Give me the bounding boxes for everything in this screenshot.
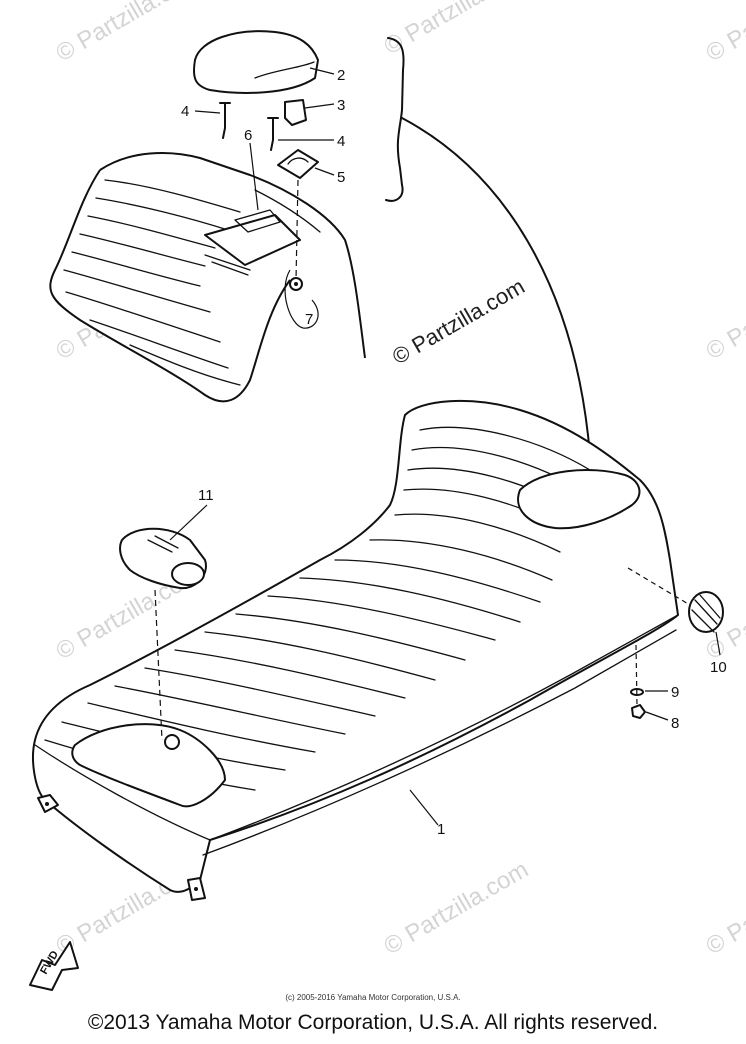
callout-4: 4: [181, 103, 189, 120]
bolt-part: [219, 102, 279, 151]
nut-part: [631, 704, 646, 719]
callout-3: 3: [337, 97, 345, 114]
callout-2: 2: [337, 67, 345, 84]
clip-part: [284, 99, 307, 126]
watermark-center: © Partzilla.com: [388, 274, 529, 370]
reflector-part: [688, 591, 724, 633]
callout-labels: 2 3 4 4 5 6 7 11 10 9 8 1: [181, 67, 727, 838]
callout-8: 8: [671, 715, 679, 732]
callout-1: 1: [437, 821, 445, 838]
callout-9: 9: [671, 684, 679, 701]
callout-5: 5: [337, 169, 345, 186]
watermark: © Partzilla.com: [380, 856, 534, 960]
watermark: © Partzilla.com: [702, 856, 746, 960]
pouch-dash-line: [154, 589, 163, 741]
forward-arrow: FWD: [29, 941, 79, 991]
watermark: © Partzilla.com: [52, 0, 206, 67]
mount-dash-line: [635, 644, 638, 706]
main-seat: [32, 399, 679, 901]
group-bracket: [385, 37, 405, 202]
seat-pad-part: [192, 30, 319, 94]
copyright-notice: ©2013 Yamaha Motor Corporation, U.S.A. A…: [87, 1011, 659, 1034]
diagram-copyright: (c) 2005-2016 Yamaha Motor Corporation, …: [285, 993, 461, 1002]
reflector-dash-line: [627, 567, 691, 606]
callout-11: 11: [198, 487, 214, 504]
callout-6: 6: [244, 127, 252, 144]
location-arrow: [401, 117, 591, 456]
callout-4: 4: [337, 133, 345, 150]
tool-pouch: [119, 527, 207, 590]
bracket-part: [277, 149, 319, 179]
callout-7: 7: [305, 311, 313, 328]
rear-seat-detail: [49, 152, 366, 403]
assembly-dash-line: [295, 179, 299, 281]
leader-lines: [169, 67, 721, 826]
watermark: © Partzilla.com: [702, 261, 746, 365]
callout-10: 10: [710, 659, 727, 676]
watermark: © Partzilla.com: [702, 0, 746, 67]
